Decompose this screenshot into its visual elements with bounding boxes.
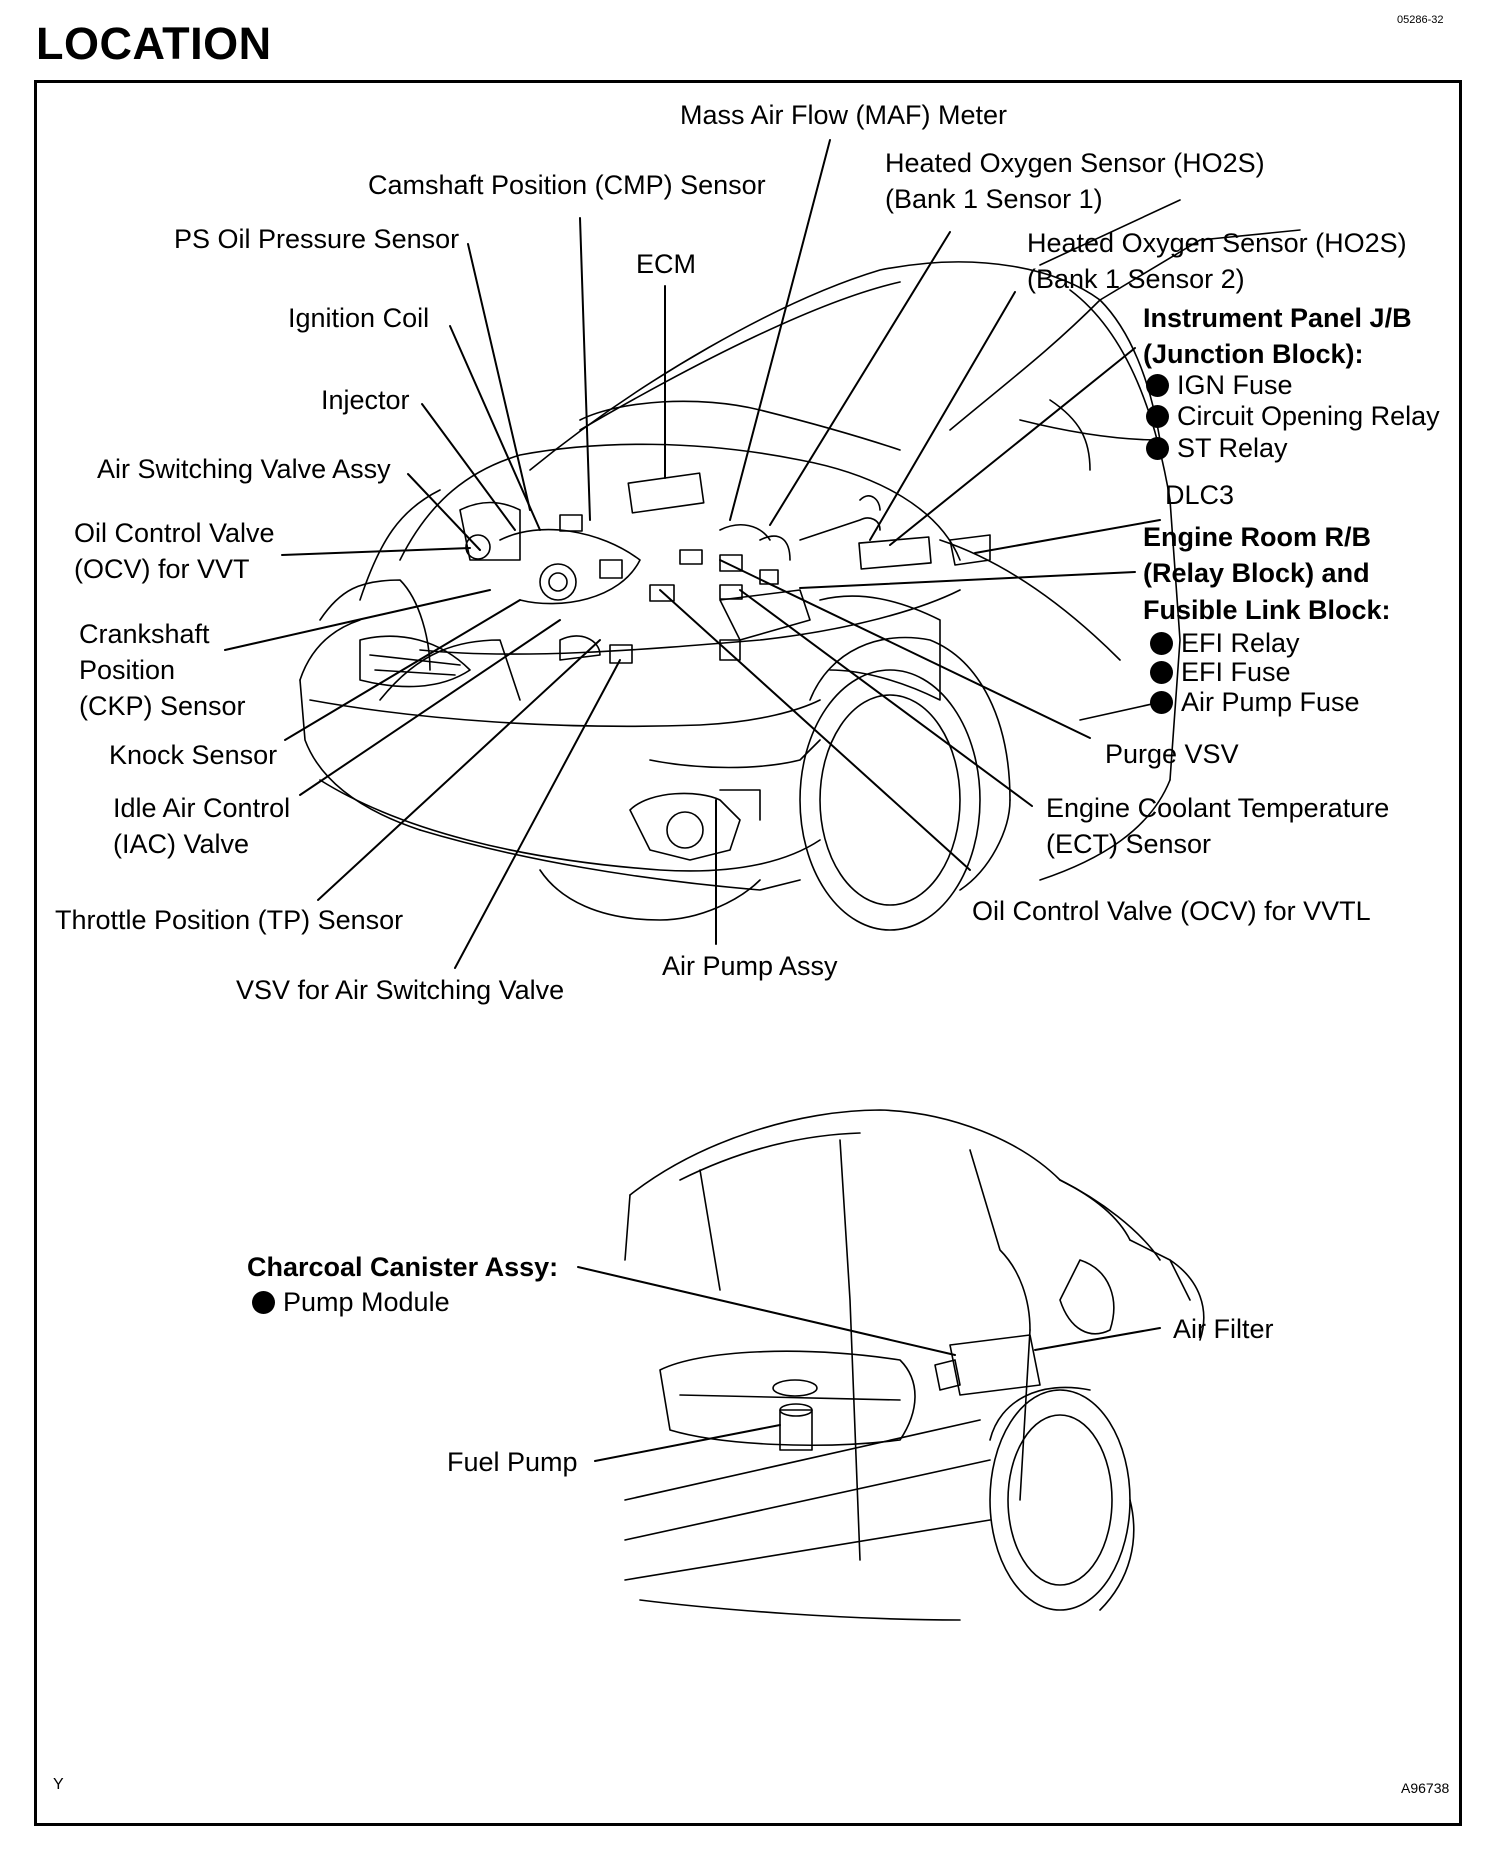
list-item: EFI Relay <box>1150 628 1300 658</box>
label-engine-room-rb: Engine Room R/B <box>1143 522 1371 552</box>
label-engine-room-rb-sub: (Relay Block) and <box>1143 558 1370 588</box>
figure-id: A96738 <box>1401 1780 1450 1796</box>
list-item: Air Pump Fuse <box>1150 687 1360 717</box>
label-ecm: ECM <box>636 249 696 279</box>
footer-mark: Y <box>53 1776 64 1793</box>
label-instrument-panel-jb: Instrument Panel J/B <box>1143 303 1412 333</box>
label-ho2s-bank1-sensor2: Heated Oxygen Sensor (HO2S) <box>1027 228 1407 258</box>
bullet-dot-icon <box>1150 632 1173 655</box>
label-fusible-link-block: Fusible Link Block: <box>1143 595 1391 625</box>
label-injector: Injector <box>321 385 410 415</box>
label-knock-sensor: Knock Sensor <box>109 740 278 770</box>
label-ckp-sensor-line3: (CKP) Sensor <box>79 691 246 721</box>
label-dlc3: DLC3 <box>1165 480 1235 510</box>
label-ocv-vvt: Oil Control Valve <box>74 518 275 548</box>
label-instrument-panel-jb-sub: (Junction Block): <box>1143 339 1364 369</box>
list-item: ST Relay <box>1146 433 1288 463</box>
label-vsv-air-switching-valve: VSV for Air Switching Valve <box>236 975 565 1005</box>
label-ect-sensor-sub: (ECT) Sensor <box>1046 829 1212 859</box>
label-ps-oil-pressure-sensor: PS Oil Pressure Sensor <box>174 224 460 254</box>
list-item: Circuit Opening Relay <box>1146 401 1440 431</box>
label-maf-meter: Mass Air Flow (MAF) Meter <box>680 100 1008 130</box>
page-title: LOCATION <box>36 18 272 69</box>
label-tp-sensor: Throttle Position (TP) Sensor <box>55 905 404 935</box>
label-ho2s-bank1-sensor2-sub: (Bank 1 Sensor 2) <box>1027 264 1245 294</box>
bullet-dot-icon <box>1146 374 1169 397</box>
label-ocv-vvt-sub: (OCV) for VVT <box>74 554 250 584</box>
bullet-dot-icon <box>1146 405 1169 428</box>
leader-lines <box>224 139 1161 1462</box>
rear-car-outline <box>624 1109 1205 1621</box>
label-ect-sensor: Engine Coolant Temperature <box>1046 793 1390 823</box>
label-charcoal-canister: Charcoal Canister Assy: <box>247 1252 559 1282</box>
document-code: 05286-32 <box>1397 14 1444 26</box>
list-item: IGN Fuse <box>1146 370 1293 400</box>
bullet-dot-icon <box>1150 661 1173 684</box>
label-ho2s-bank1-sensor1-sub: (Bank 1 Sensor 1) <box>885 184 1103 214</box>
label-iac-valve-sub: (IAC) Valve <box>113 829 250 859</box>
list-item: Pump Module <box>252 1287 450 1317</box>
diagram-frame: Y A96738 <box>34 80 1462 1826</box>
label-air-pump-assy: Air Pump Assy <box>662 951 838 981</box>
list-item: EFI Fuse <box>1150 657 1291 687</box>
label-ho2s-bank1-sensor1: Heated Oxygen Sensor (HO2S) <box>885 148 1265 178</box>
bullet-dot-icon <box>1146 437 1169 460</box>
label-ckp-sensor-line2: Position <box>79 655 176 685</box>
label-ignition-coil: Ignition Coil <box>288 303 430 333</box>
bullet-dot-icon <box>252 1291 275 1314</box>
label-fuel-pump: Fuel Pump <box>447 1447 578 1477</box>
label-ocv-vvtl: Oil Control Valve (OCV) for VVTL <box>972 896 1371 926</box>
engine-components <box>459 472 991 861</box>
front-car-outline <box>299 199 1301 931</box>
bullet-dot-icon <box>1150 691 1173 714</box>
label-purge-vsv: Purge VSV <box>1105 739 1239 769</box>
label-ckp-sensor: Crankshaft <box>79 619 210 649</box>
label-air-switching-valve: Air Switching Valve Assy <box>97 454 391 484</box>
label-air-filter: Air Filter <box>1173 1314 1274 1344</box>
label-iac-valve: Idle Air Control <box>113 793 291 823</box>
label-cmp-sensor: Camshaft Position (CMP) Sensor <box>368 170 766 200</box>
